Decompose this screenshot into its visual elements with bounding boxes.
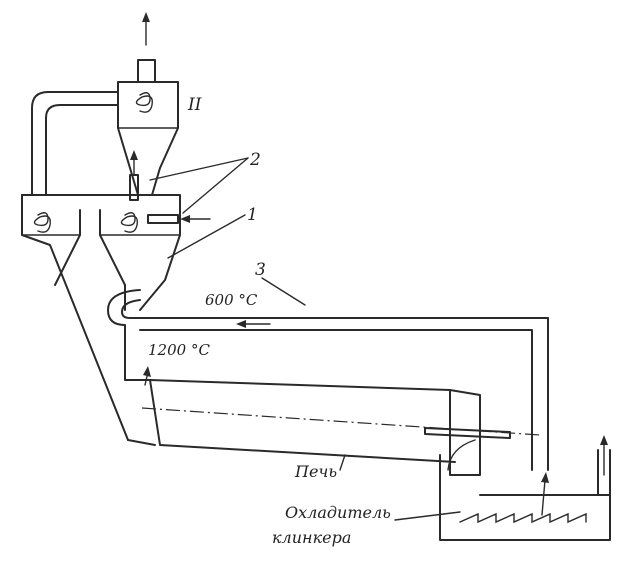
label-duct: 3: [255, 260, 266, 280]
label-cooler-line2: клинкера: [272, 528, 352, 547]
label-temp-600: 600 °C: [205, 291, 258, 309]
feed-pipes: [129, 150, 211, 224]
right-swirl-icon: [120, 212, 138, 233]
clinker-cooler: [394, 435, 611, 541]
left-swirl-icon: [33, 212, 51, 233]
lower-cyclones: [21, 194, 181, 441]
leader-lines: [149, 157, 306, 306]
rotary-kiln: [124, 359, 541, 471]
gas-duct-loop: [31, 91, 119, 196]
hot-gas-duct: [107, 289, 549, 471]
cyclone-swirl-icon: [135, 92, 153, 113]
label-feed-pipes: 2: [250, 150, 261, 170]
cooler-grate: [459, 512, 587, 524]
upper-cyclone: [117, 81, 179, 196]
exhaust-stack: [137, 12, 156, 83]
label-stage-ii: II: [188, 95, 202, 115]
kiln-head: [424, 389, 511, 476]
label-cyclone: 1: [247, 205, 258, 225]
label-temp-1200: 1200 °C: [148, 341, 210, 359]
label-cooler-line1: Охладитель: [285, 503, 391, 522]
label-kiln: Печь: [295, 462, 338, 481]
